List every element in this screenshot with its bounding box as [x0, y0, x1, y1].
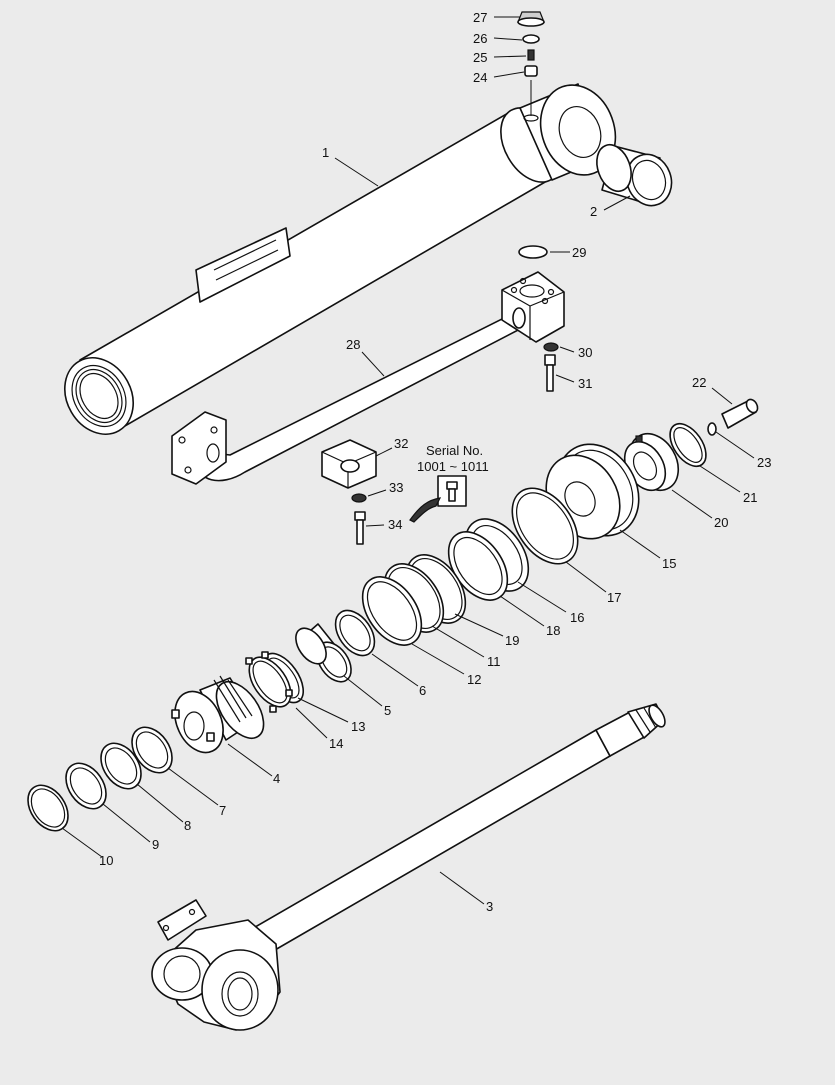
ring-8	[100, 742, 142, 790]
callout-28: 28	[346, 337, 360, 352]
serial-note-range: 1001 ~ 1011	[417, 459, 489, 474]
serial-note-title: Serial No.	[426, 443, 483, 458]
callout-17: 17	[607, 590, 621, 605]
callout-18: 18	[546, 623, 560, 638]
callout-19: 19	[505, 633, 519, 648]
callout-14: 14	[329, 736, 343, 751]
callout-6: 6	[419, 683, 426, 698]
callout-3: 3	[486, 899, 493, 914]
callout-25: 25	[473, 50, 487, 65]
ring-12	[361, 576, 423, 646]
callout-10: 10	[99, 853, 113, 868]
callout-9: 9	[152, 837, 159, 852]
callout-27: 27	[473, 10, 487, 25]
callout-8: 8	[184, 818, 191, 833]
ring-17	[511, 487, 579, 565]
clamp-32	[321, 439, 377, 489]
callout-31: 31	[578, 376, 592, 391]
callout-33: 33	[389, 480, 403, 495]
callout-2: 2	[590, 204, 597, 219]
o-ring-29	[518, 245, 548, 259]
callout-1: 1	[322, 145, 329, 160]
callout-16: 16	[570, 610, 584, 625]
pin-22	[721, 398, 759, 429]
flange-block	[501, 271, 565, 343]
bushing-5	[295, 623, 352, 683]
washer-33	[351, 493, 367, 503]
callout-4: 4	[273, 771, 280, 786]
hose-pipe	[171, 309, 523, 485]
piston-rod-3	[151, 703, 666, 1031]
o-ring-23	[707, 422, 717, 436]
callout-30: 30	[578, 345, 592, 360]
callout-32: 32	[394, 436, 408, 451]
ring-9	[65, 762, 107, 810]
callout-15: 15	[662, 556, 676, 571]
bolt-34	[354, 511, 366, 545]
ring-13	[245, 651, 293, 713]
bolt-31	[544, 354, 556, 392]
callout-labels: 27 26 25 24 1 2 29 28 30 31 22 23 32 33 …	[99, 10, 771, 914]
gland-4	[171, 675, 265, 754]
cylinder-tube	[64, 83, 617, 435]
callout-23: 23	[757, 455, 771, 470]
callout-13: 13	[351, 719, 365, 734]
callout-11: 11	[487, 654, 501, 669]
washer-30	[543, 342, 559, 352]
callout-21: 21	[743, 490, 757, 505]
callout-26: 26	[473, 31, 487, 46]
ring-7	[131, 726, 173, 774]
ring-6	[334, 609, 376, 657]
callout-24: 24	[473, 70, 487, 85]
callout-20: 20	[714, 515, 728, 530]
callout-5: 5	[384, 703, 391, 718]
callout-7: 7	[219, 803, 226, 818]
bushing	[596, 143, 673, 207]
serial-bolt-inset	[409, 475, 467, 523]
leader-lines	[61, 16, 755, 905]
callout-12: 12	[467, 672, 481, 687]
callout-22: 22	[692, 375, 706, 390]
grease-fitting-stack	[517, 11, 545, 116]
callout-29: 29	[572, 245, 586, 260]
snap-ring-21	[669, 422, 707, 468]
callout-34: 34	[388, 517, 402, 532]
